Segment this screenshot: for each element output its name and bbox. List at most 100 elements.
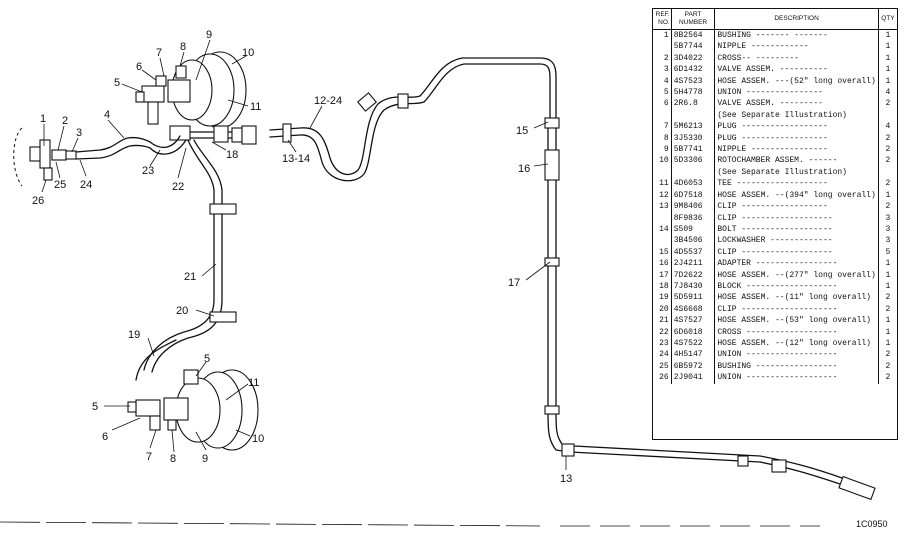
cell-ref	[653, 109, 672, 122]
callout-3: 3	[76, 127, 82, 139]
cell-ref	[653, 235, 672, 247]
cell-ref: 18	[653, 280, 672, 293]
callout-19: 19	[128, 329, 140, 341]
callout-21: 21	[184, 271, 196, 283]
cell-ref: 4	[653, 75, 672, 88]
cell-part-number: 8F9836	[671, 212, 716, 224]
callout-8-lower: 8	[170, 453, 176, 465]
callout-13-14: 13-14	[282, 153, 310, 165]
cell-description: CLIP --------------------	[714, 303, 879, 316]
cell-qty: 1	[885, 65, 891, 75]
cell-ref	[653, 166, 672, 179]
cross-and-block-fittings	[149, 125, 257, 155]
callout-1: 1	[40, 113, 46, 125]
cell-part-number: 5D5911	[671, 292, 716, 304]
cell-description: LOCKWASHER -------------	[714, 235, 879, 247]
main-hose-route	[269, 57, 876, 501]
table-header-row: REF. NO. PART NUMBER DESCRIPTION QTY	[653, 9, 897, 30]
cell-qty: 4	[885, 122, 891, 132]
cell-qty: 2	[885, 373, 891, 383]
callout-7-lower: 7	[146, 451, 152, 463]
cell-description: UNION ----------------	[714, 87, 879, 99]
cell-part-number: 4S7527	[671, 315, 716, 327]
cell-description: CLIP -------------------	[714, 246, 879, 259]
cell-part-number: 4S6668	[671, 303, 716, 316]
cell-ref: 21	[653, 315, 672, 327]
cell-ref: 13	[653, 201, 672, 213]
cell-qty: 3	[885, 224, 891, 234]
cell-qty: 1	[885, 327, 891, 337]
cell-part-number: 6D6018	[671, 326, 716, 338]
cell-description: VALVE ASSEM. ----------	[714, 64, 879, 76]
cell-part-number: 7J8430	[671, 280, 716, 293]
cell-description: CROSS -------------------	[714, 326, 879, 338]
cell-part-number: 5M6213	[671, 121, 716, 133]
upper-rotochamber-assembly	[135, 51, 247, 141]
cell-qty: 2	[885, 361, 891, 371]
cell-description: (See Separate Illustration)	[714, 166, 879, 179]
cell-ref: 7	[653, 121, 672, 133]
header-qty: QTY	[878, 9, 897, 30]
cell-description: (See Separate Illustration)	[714, 109, 879, 122]
cell-part-number: 4D6053	[671, 178, 716, 190]
lower-rotochamber-assembly	[127, 369, 259, 451]
cell-description: UNION -------------------	[714, 349, 879, 361]
cell-description: BUSHING ------- -------	[714, 29, 879, 42]
cell-qty	[878, 110, 897, 121]
cell-part-number: 5D3306	[671, 155, 716, 167]
leader-lines	[41, 39, 567, 470]
cell-description: HOSE ASSEM. ---(52" long overall)	[714, 75, 879, 88]
cell-ref: 25	[653, 360, 672, 373]
callout-23: 23	[142, 165, 154, 177]
cell-part-number: 6D7518	[671, 189, 716, 202]
cell-qty	[878, 167, 897, 178]
cell-description: BUSHING -----------------	[714, 360, 879, 373]
cell-qty: 4	[885, 88, 891, 98]
callout-5-lower-top: 5	[204, 353, 210, 365]
callout-12-24: 12-24	[314, 95, 342, 107]
cell-part-number: 2J4211	[671, 258, 716, 270]
cell-description: ADAPTER -----------------	[714, 258, 879, 270]
callout-10-lower: 10	[252, 433, 264, 445]
cell-description: HOSE ASSEM. --(11" long overall)	[714, 292, 879, 304]
cell-ref: 20	[653, 303, 672, 316]
cell-qty: 5	[885, 247, 891, 257]
callout-4: 4	[104, 109, 110, 121]
cell-ref	[653, 41, 672, 53]
inlet-fitting-assembly	[13, 127, 151, 187]
cell-description: HOSE ASSEM. --(12" long overall)	[714, 337, 879, 350]
bottom-rule	[0, 521, 820, 527]
cell-ref: 24	[653, 349, 672, 361]
cell-qty: 3	[885, 236, 891, 246]
cell-part-number	[671, 109, 716, 122]
cell-description: UNION -------------------	[714, 372, 879, 384]
callout-6-lower: 6	[102, 431, 108, 443]
callout-5-upper: 5	[114, 77, 120, 89]
callout-10-upper: 10	[242, 47, 254, 59]
callout-11-lower: 11	[248, 377, 259, 389]
callout-9-lower: 9	[202, 453, 208, 465]
cell-description: NIPPLE ------------	[714, 41, 879, 53]
cell-part-number: 3J5330	[671, 132, 716, 145]
cell-description: BOLT -------------------	[714, 223, 879, 236]
callout-22: 22	[172, 181, 184, 193]
cell-description: HOSE ASSEM. --(394" long overall)	[714, 189, 879, 202]
callout-18: 18	[226, 149, 238, 161]
callout-9-upper: 9	[206, 29, 212, 41]
cell-ref: 8	[653, 132, 672, 145]
cell-ref: 5	[653, 87, 672, 99]
cell-part-number: 3B4506	[671, 235, 716, 247]
table-row: (See Separate Illustration)	[653, 166, 897, 179]
cell-ref: 23	[653, 337, 672, 350]
